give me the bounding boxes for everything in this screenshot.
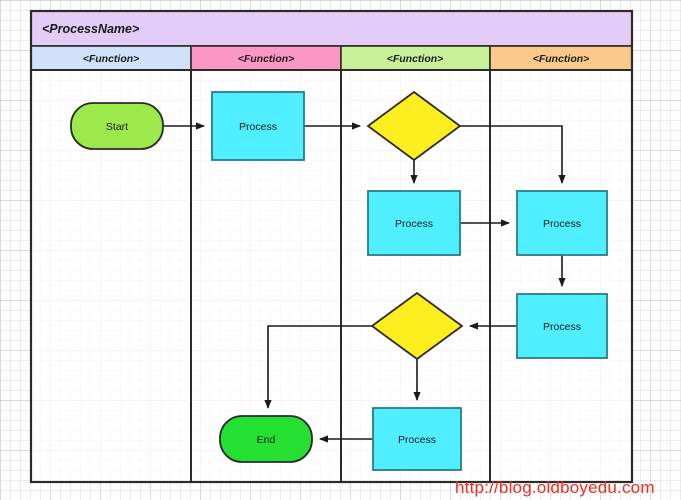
process-5-shape[interactable] xyxy=(372,407,462,471)
start-shape[interactable] xyxy=(70,102,164,150)
decision-1-shape[interactable] xyxy=(366,90,462,162)
node-process-5[interactable]: Process xyxy=(372,407,462,471)
process-1-shape[interactable] xyxy=(211,91,305,161)
process-4-shape[interactable] xyxy=(516,293,608,359)
node-process-3[interactable]: Process xyxy=(516,190,608,256)
end-shape[interactable] xyxy=(219,415,313,463)
node-layer: Start Process Process Process xyxy=(70,90,608,471)
node-process-4[interactable]: Process xyxy=(516,293,608,359)
end-label: End xyxy=(257,434,276,446)
node-start[interactable]: Start xyxy=(70,102,164,150)
decision-2-shape[interactable] xyxy=(370,291,464,361)
process-3-shape[interactable] xyxy=(516,190,608,256)
process-4-label: Process xyxy=(543,321,581,333)
node-end[interactable]: End xyxy=(219,415,313,463)
connector-decision1-to-process3 xyxy=(460,125,566,184)
connector-layer xyxy=(163,122,566,443)
lane-header-label-3: <Function> xyxy=(387,53,444,65)
lane-header-2[interactable] xyxy=(190,45,342,71)
process-1-label: Process xyxy=(239,121,277,133)
pool-title-bar xyxy=(30,10,633,47)
start-label: Start xyxy=(106,121,128,133)
process-2-label: Process xyxy=(395,218,433,230)
lane-header-label-1: <Function> xyxy=(83,53,140,65)
node-decision-2[interactable] xyxy=(370,291,464,361)
pool-title-label: <ProcessName> xyxy=(42,22,140,36)
node-decision-1[interactable] xyxy=(366,90,462,162)
lane-header-label-4: <Function> xyxy=(533,53,590,65)
connector-decision2-to-end xyxy=(264,325,372,409)
process-5-label: Process xyxy=(398,434,436,446)
process-3-label: Process xyxy=(543,218,581,230)
pool-frame xyxy=(29,9,634,484)
node-process-2[interactable]: Process xyxy=(367,190,461,256)
lane-header-label-2: <Function> xyxy=(238,53,295,65)
node-process-1[interactable]: Process xyxy=(211,91,305,161)
process-2-shape[interactable] xyxy=(367,190,461,256)
watermark-label: http://blog.oldboyedu.com xyxy=(455,478,655,497)
